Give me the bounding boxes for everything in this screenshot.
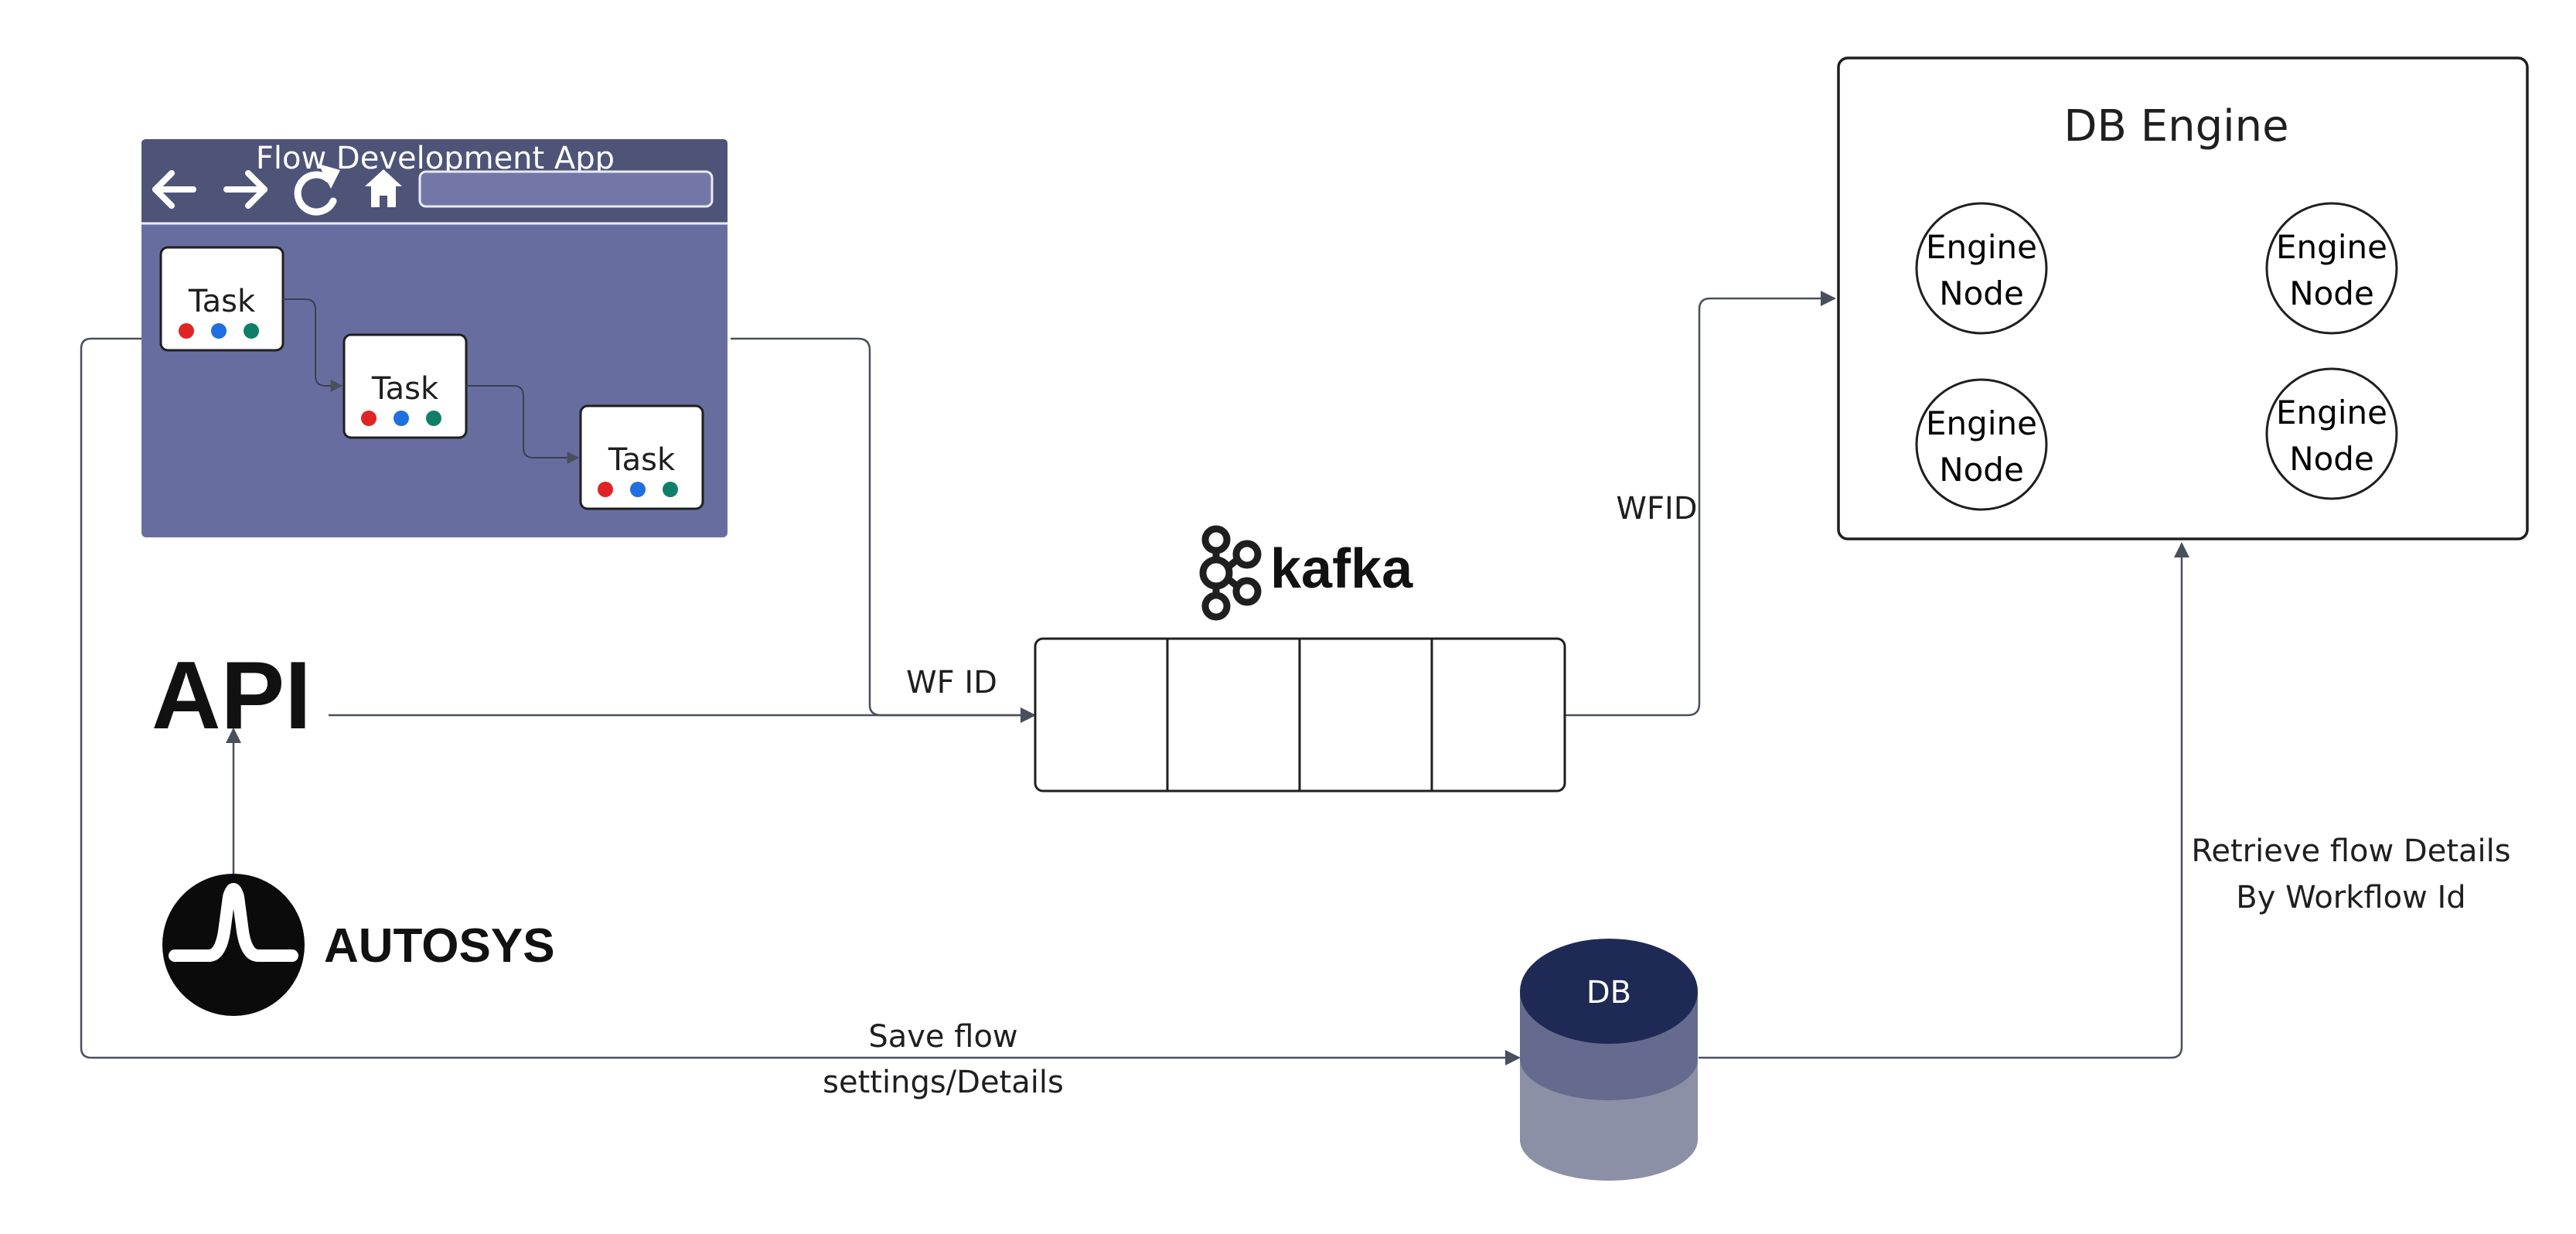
edge-label-retrieve-by-id: By Workflow Id [2236,880,2465,915]
engine-node: Engine Node [1915,378,2048,511]
kafka-topic [1034,637,1566,793]
edge-label-wf-id: WF ID [906,665,997,701]
db-engine-title: DB Engine [2063,101,2288,152]
engine-node-label: Node [1939,274,2024,312]
engine-node-label: Node [1939,451,2024,489]
forward-arrow-icon[interactable] [223,170,267,209]
engine-node-label: Node [2289,440,2374,478]
connectors [80,291,2189,1065]
autosys-logo-icon [162,874,305,1016]
db-label: DB [1586,975,1631,1011]
edge-label-wfid: WFID [1616,491,1697,527]
task-card[interactable]: Task [159,246,285,352]
edge-label-retrieve: Retrieve flow Details [2191,833,2510,869]
app-window-title: Flow Development App [256,141,615,176]
address-bar[interactable] [418,170,714,208]
task-card[interactable]: Task [342,333,468,439]
home-icon[interactable] [365,169,402,207]
db-cylinder-icon: DB [1520,939,1698,1181]
status-dot [361,411,377,426]
db-engine: DB Engine Engine Node Engine Node Engine… [1837,56,2529,540]
engine-node-label: Node [2289,274,2374,312]
task-label: Task [371,371,439,407]
api-label: API [152,643,312,749]
kafka-logo-icon [1199,525,1262,621]
task-card[interactable]: Task [579,404,704,510]
status-dot [244,323,259,339]
task-label: Task [608,442,676,478]
engine-node: Engine Node [2265,202,2398,335]
kafka-label: kafka [1270,538,1413,600]
autosys-label: AUTOSYS [324,919,555,973]
db-top [1520,939,1698,1044]
engine-node: Engine Node [2265,367,2398,500]
status-dot [394,411,409,426]
status-dot [598,482,613,497]
status-dot [179,323,194,339]
engine-node-label: Engine [1926,404,2037,442]
back-arrow-icon[interactable] [152,170,196,209]
status-dot [211,323,227,339]
engine-node-label: Engine [2276,228,2387,266]
status-dot [663,482,678,497]
edge-label-save-flow: Save flow [868,1019,1017,1055]
edge-kafka-to-engine [1564,291,1836,717]
status-dot [426,411,441,426]
engine-node-label: Engine [1926,228,2037,266]
edge-app-to-db [80,337,1521,1065]
flow-development-app-window: Flow Development App Task [141,139,727,537]
engine-node: Engine Node [1915,202,2048,335]
task-connectors [283,298,580,464]
refresh-icon[interactable] [294,164,340,216]
status-dot [630,482,646,497]
edge-label-save-flow-details: settings/Details [823,1065,1064,1100]
engine-node-label: Engine [2276,394,2387,431]
edge-db-to-engine [1699,542,2189,1059]
task-label: Task [188,284,256,319]
edge-app-to-kafka [731,337,1036,723]
